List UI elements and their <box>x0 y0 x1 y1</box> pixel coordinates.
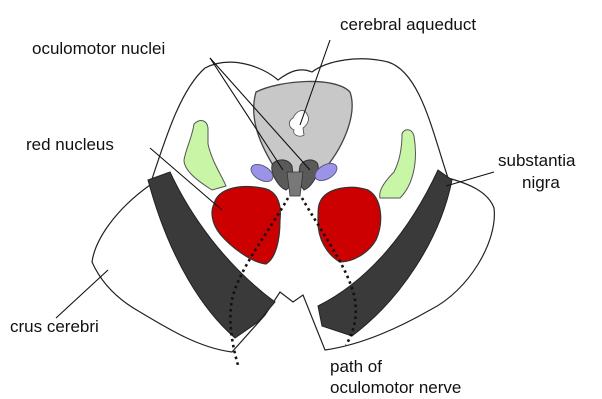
label-substantia-nigra-line2: nigra <box>522 173 560 192</box>
label-crus-cerebri: crus cerebri <box>10 317 99 336</box>
label-path-line2: oculomotor nerve <box>330 378 461 397</box>
label-cerebral-aqueduct: cerebral aqueduct <box>340 15 476 34</box>
leader-crus-cerebri <box>56 270 108 318</box>
label-oculomotor-nuclei: oculomotor nuclei <box>32 39 165 58</box>
oculomotor-nucleus-center <box>287 172 303 196</box>
label-path-line1: path of <box>330 357 382 376</box>
label-red-nucleus: red nucleus <box>26 135 114 154</box>
label-substantia-nigra-line1: substantia <box>498 151 576 170</box>
